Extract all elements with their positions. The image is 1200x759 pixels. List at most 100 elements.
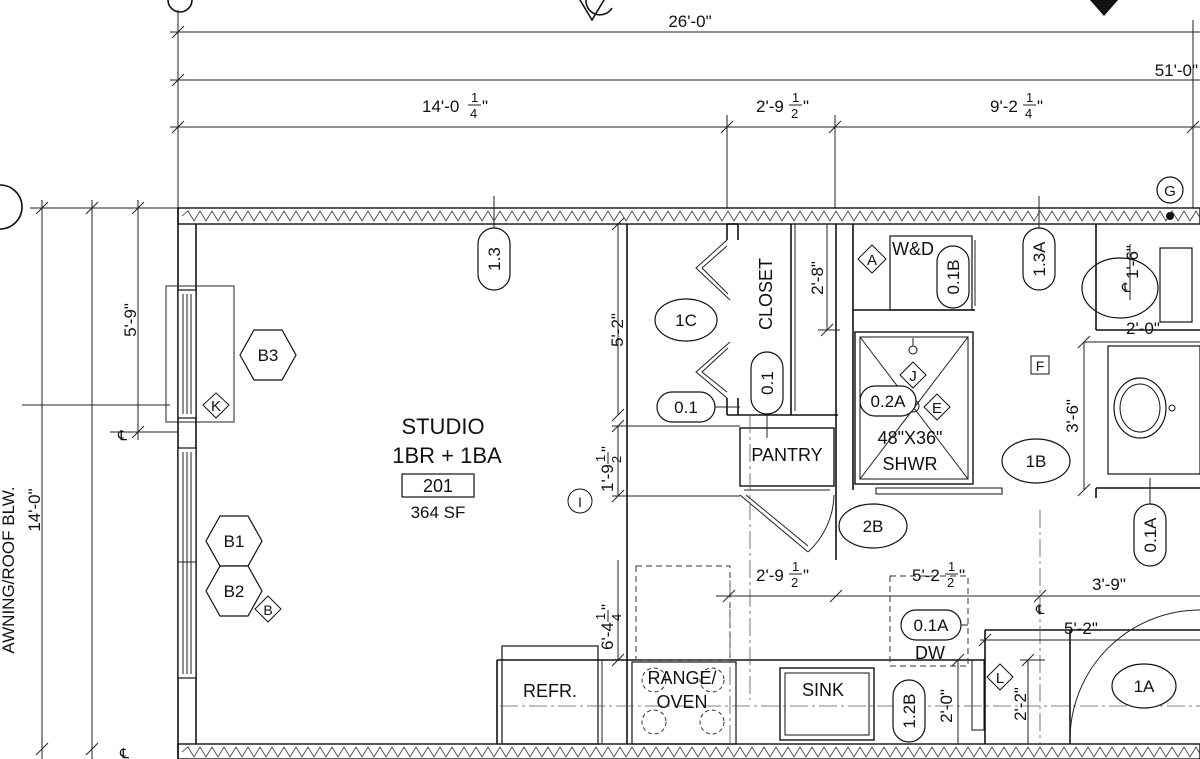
dim-lower-5-2: 5'-2" xyxy=(1064,619,1098,638)
diamond-tag-L: L xyxy=(986,663,1014,691)
room-number: 201 xyxy=(423,476,453,496)
svg-text:F: F xyxy=(1036,358,1045,374)
tag-0-1A-kitchen: 0.1A xyxy=(900,609,968,641)
circle-tag-G: G xyxy=(1156,176,1184,204)
sink-label: SINK xyxy=(802,680,844,700)
dim-seg-9-2-den: 4 xyxy=(1025,106,1032,121)
dim-seg-14-num: 1 xyxy=(471,90,478,105)
washer-dryer-box xyxy=(889,235,976,311)
door-swing-1A xyxy=(1069,609,1200,744)
room-type: 1BR + 1BA xyxy=(392,443,502,468)
tag-0-1-closet: 0.1 xyxy=(750,351,784,438)
tag-0-2A: 0.2A xyxy=(859,385,917,417)
svg-text:I: I xyxy=(578,494,582,510)
svg-text:L: L xyxy=(996,670,1004,687)
svg-text:0.1A: 0.1A xyxy=(1141,517,1160,553)
dim-seg-2-9-num: 1 xyxy=(792,90,799,105)
dim-seg-2-9: 2'-9 1 2 " xyxy=(756,90,809,121)
diamond-tag-E: E xyxy=(923,393,951,421)
dim-seg-14: 14'-0 1 4 " xyxy=(422,90,488,121)
dim-seg-14-den: 4 xyxy=(470,106,477,121)
dim-lower-6-4-inch: " xyxy=(598,604,617,610)
room-area: 364 SF xyxy=(411,503,466,522)
dim-bath-2-0: 2'-0" xyxy=(1126,319,1160,338)
tag-1A: 1A xyxy=(1111,663,1177,709)
dim-seg-2-9-inch: " xyxy=(803,97,809,116)
svg-text:1.3: 1.3 xyxy=(485,247,504,271)
dim-height-1-9-inch: " xyxy=(598,446,617,452)
dim-closet-2-8: 2'-8" xyxy=(808,261,827,295)
awning-note: AWNING/ROOF BLW. xyxy=(0,486,18,653)
tag-1-3: 1.3 xyxy=(477,196,511,291)
tag-0-1A-bath: 0.1A xyxy=(1133,478,1167,567)
dim-seg-2-9-den: 2 xyxy=(791,106,798,121)
centerline-symbol-left: ℄ xyxy=(117,427,127,443)
dim-height-1-9: 1'-9 1 2 " xyxy=(593,446,624,492)
svg-text:J: J xyxy=(909,368,917,385)
interior-dimension-lines xyxy=(611,217,1200,744)
tag-1C: 1C xyxy=(654,298,718,342)
tag-0-1-door: 0.1 xyxy=(656,391,740,423)
dim-kitchen-2-0: 2'-0" xyxy=(937,689,956,723)
centerline-symbol-kitchen: ℄ xyxy=(1035,602,1045,617)
dim-seg-14-inch: " xyxy=(482,97,488,116)
tag-1B: 1B xyxy=(1001,438,1071,484)
dim-mid-2-9-num: 1 xyxy=(792,559,799,574)
dim-height-14: 14'-0" xyxy=(25,488,44,531)
dim-mid-2-9-inch: " xyxy=(803,566,809,585)
closet-label: CLOSET xyxy=(756,258,776,330)
svg-text:1.3A: 1.3A xyxy=(1030,241,1049,277)
tag-0-1B: 0.1B xyxy=(936,245,970,309)
dim-height-5-9: 5'-9" xyxy=(121,303,140,337)
diamond-tag-A: A xyxy=(857,244,887,274)
room-number-box xyxy=(401,473,475,498)
dim-seg-9-2-num: 1 xyxy=(1026,90,1033,105)
dim-overall-51: 51'-0" xyxy=(1155,61,1198,80)
svg-text:0.2A: 0.2A xyxy=(871,392,907,411)
dim-mid-5-2-den: 2 xyxy=(947,575,954,590)
dim-mid-5-2: 5'-2 1 2 " xyxy=(912,559,965,590)
centerline-symbol-left-bottom: ℄ xyxy=(119,745,129,759)
windows xyxy=(165,285,235,679)
dim-bath-1-6: 1'-6" xyxy=(1123,245,1142,279)
svg-text:1B: 1B xyxy=(1026,452,1047,471)
hex-tag-B2: B2 xyxy=(205,565,263,617)
centerline-symbol-toilet: ℄ xyxy=(1121,280,1131,295)
dim-seg-2-9-whole: 2'-9 xyxy=(756,97,784,116)
dim-height-1-9-den: 2 xyxy=(609,456,624,463)
dishwasher-label: DW xyxy=(915,643,945,663)
hex-tag-B1: B1 xyxy=(205,515,263,567)
dim-seg-9-2-whole: 9'-2 xyxy=(990,97,1018,116)
svg-text:0.1: 0.1 xyxy=(758,371,777,395)
svg-text:1C: 1C xyxy=(675,311,697,330)
diamond-tag-B: B xyxy=(254,595,282,623)
dim-lower-6-4-whole: 6'-4 xyxy=(598,622,617,650)
diamond-tag-J: J xyxy=(899,361,927,389)
svg-text:0.1: 0.1 xyxy=(674,398,698,417)
diamond-tag-K: K xyxy=(202,392,230,419)
dim-mid-2-9: 2'-9 1 2 " xyxy=(756,559,809,590)
svg-text:K: K xyxy=(211,398,221,415)
exterior-walls xyxy=(177,207,1200,759)
dim-bath-3-6: 3'-6" xyxy=(1063,399,1082,433)
toilet xyxy=(1081,212,1193,323)
dim-seg-9-2: 9'-2 1 4 " xyxy=(990,90,1043,121)
svg-text:B3: B3 xyxy=(258,346,279,365)
reference-lines xyxy=(500,415,1200,744)
interior-walls xyxy=(626,223,1200,744)
dim-lower-6-4-den: 4 xyxy=(609,614,624,621)
svg-text:1.2B: 1.2B xyxy=(900,694,919,729)
dim-height-5-2: 5'-2" xyxy=(608,313,627,347)
dim-lower-6-4: 6'-4 1 4 " xyxy=(593,604,624,650)
closet-bifold-doors xyxy=(695,239,731,399)
svg-text:A: A xyxy=(867,252,877,269)
dim-mid-5-2-num: 1 xyxy=(948,559,955,574)
tag-1-2B: 1.2B xyxy=(892,679,926,743)
left-dimension-lines xyxy=(0,184,178,759)
range-label-line2: OVEN xyxy=(656,692,707,712)
svg-text:B2: B2 xyxy=(224,582,245,601)
svg-text:0.1B: 0.1B xyxy=(944,260,963,295)
room-name: STUDIO xyxy=(401,414,484,439)
dim-mid-5-2-inch: " xyxy=(959,566,965,585)
dim-mid-2-9-whole: 2'-9 xyxy=(756,566,784,585)
